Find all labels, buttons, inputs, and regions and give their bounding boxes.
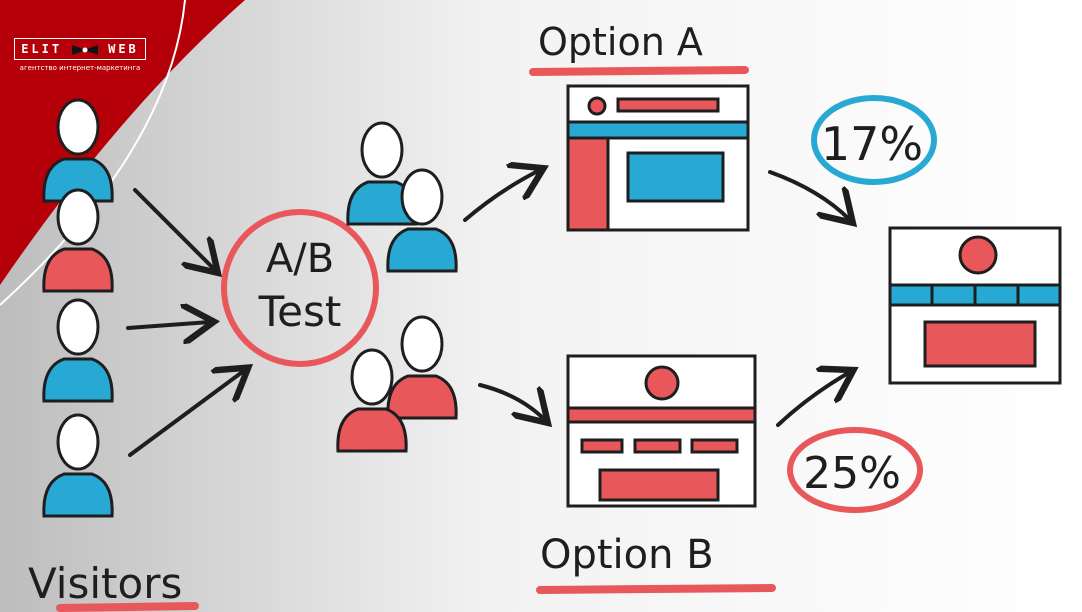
option-a-underline [529,66,749,76]
logo-text-left: ELIT [21,42,63,56]
arrow-icon [768,170,850,220]
brand-corner [0,0,245,285]
option-b-underline [536,584,776,594]
test-label: Test [258,287,342,336]
bow-tie-icon [72,44,99,55]
option-a-rate-circle [811,95,937,185]
arrow-icon [126,322,210,328]
option-b-rate-circle [787,427,923,513]
ab-test-circle [221,209,379,367]
arrow-icon [133,188,215,270]
option-a-label: Option A [538,20,703,64]
ab-label: A/B [266,236,334,282]
option-b-rate: 25% [803,448,901,499]
arrow-icon [128,370,245,457]
arrow-icon [463,170,540,222]
logo-tagline: агентство интернет-маркетинга [19,64,141,72]
brand-logo: ELIT WEB [14,38,146,60]
option-b-wireframe [566,354,757,508]
corner-curve [0,0,186,306]
visitors-underline [56,602,199,612]
option-a-rate: 17% [821,117,923,171]
logo-text-right: WEB [108,42,139,56]
arrow-icon [478,383,545,420]
option-b-label: Option B [540,532,714,578]
arrow-icon [776,372,850,427]
visitors-label: Visitors [28,559,182,608]
option-a-wireframe [566,84,750,232]
winning-page-wireframe [888,226,1062,385]
